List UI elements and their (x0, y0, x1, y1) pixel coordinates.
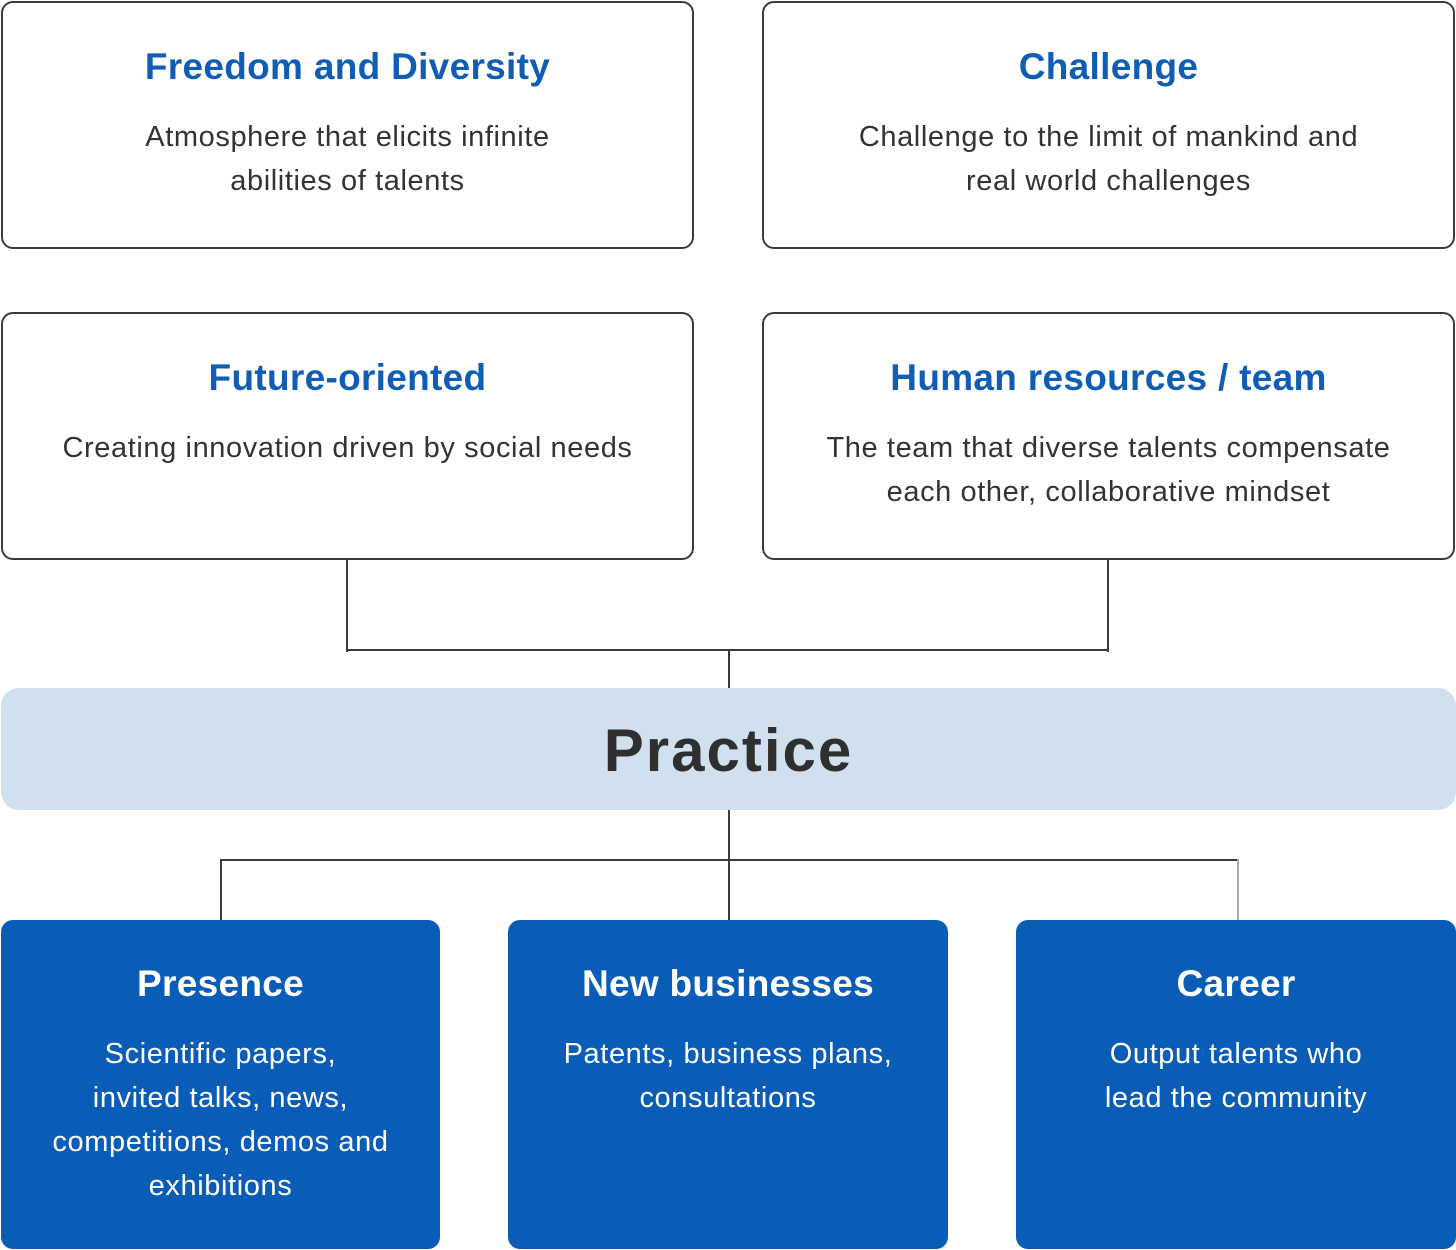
value-title: Future-oriented (208, 357, 487, 398)
value-description: Challenge to the limit of mankind and re… (784, 115, 1433, 203)
value-description: Atmosphere that elicits infinite abiliti… (23, 115, 672, 203)
outcome-box-career: Career Output talents who lead the commu… (1016, 920, 1456, 1249)
outcome-description: Patents, business plans, consultations (522, 1032, 934, 1120)
value-title: Freedom and Diversity (144, 46, 551, 87)
value-box-challenge: Challenge Challenge to the limit of mank… (762, 1, 1455, 249)
connector-line-to-practice (728, 649, 730, 689)
value-description-line: abilities of talents (230, 165, 465, 197)
outcome-title: New businesses (581, 963, 875, 1004)
connector-line-to-presence (220, 859, 222, 922)
value-box-human-resources-team: Human resources / team The team that div… (762, 312, 1455, 560)
outcome-description-line: invited talks, news, (92, 1082, 349, 1114)
value-description: Creating innovation driven by social nee… (23, 426, 672, 470)
outcome-description-line: exhibitions (148, 1170, 293, 1202)
value-description-line: each other, collaborative mindset (886, 476, 1331, 508)
outcome-description: Output talents who lead the community (1030, 1032, 1442, 1120)
outcome-description: Scientific papers, invited talks, news, … (15, 1032, 426, 1208)
connector-line-left-down (346, 560, 348, 652)
outcome-description-line: lead the community (1104, 1082, 1368, 1114)
value-description-line: real world challenges (965, 165, 1252, 197)
practice-label: Practice (603, 717, 854, 784)
outcome-description-line: Scientific papers, (104, 1038, 337, 1070)
outcome-box-new-businesses: New businesses Patents, business plans, … (508, 920, 948, 1249)
value-description-line: The team that diverse talents compensate (826, 432, 1391, 464)
value-box-freedom-diversity: Freedom and Diversity Atmosphere that el… (1, 1, 694, 249)
connector-line-top-horizontal (346, 649, 1109, 651)
value-title: Challenge (1018, 46, 1199, 87)
value-description: The team that diverse talents compensate… (784, 426, 1433, 514)
value-description-line: Challenge to the limit of mankind and (858, 121, 1359, 153)
practice-bar: Practice (1, 688, 1456, 810)
outcome-title: Career (1176, 963, 1296, 1004)
connector-line-from-practice (728, 810, 730, 922)
connector-line-to-career (1237, 859, 1239, 922)
outcome-box-presence: Presence Scientific papers, invited talk… (1, 920, 440, 1249)
outcome-description-line: Output talents who (1109, 1038, 1363, 1070)
value-box-future-oriented: Future-oriented Creating innovation driv… (1, 312, 694, 560)
outcome-title: Presence (137, 963, 304, 1004)
connector-line-bottom-horizontal (220, 859, 1239, 861)
connector-line-right-down (1107, 560, 1109, 652)
value-title: Human resources / team (890, 357, 1327, 398)
outcome-description-line: consultations (639, 1082, 817, 1114)
outcome-description-line: competitions, demos and (52, 1126, 389, 1158)
value-description-line: Atmosphere that elicits infinite (145, 121, 550, 153)
value-description-line: Creating innovation driven by social nee… (62, 432, 633, 464)
outcome-description-line: Patents, business plans, (563, 1038, 893, 1070)
